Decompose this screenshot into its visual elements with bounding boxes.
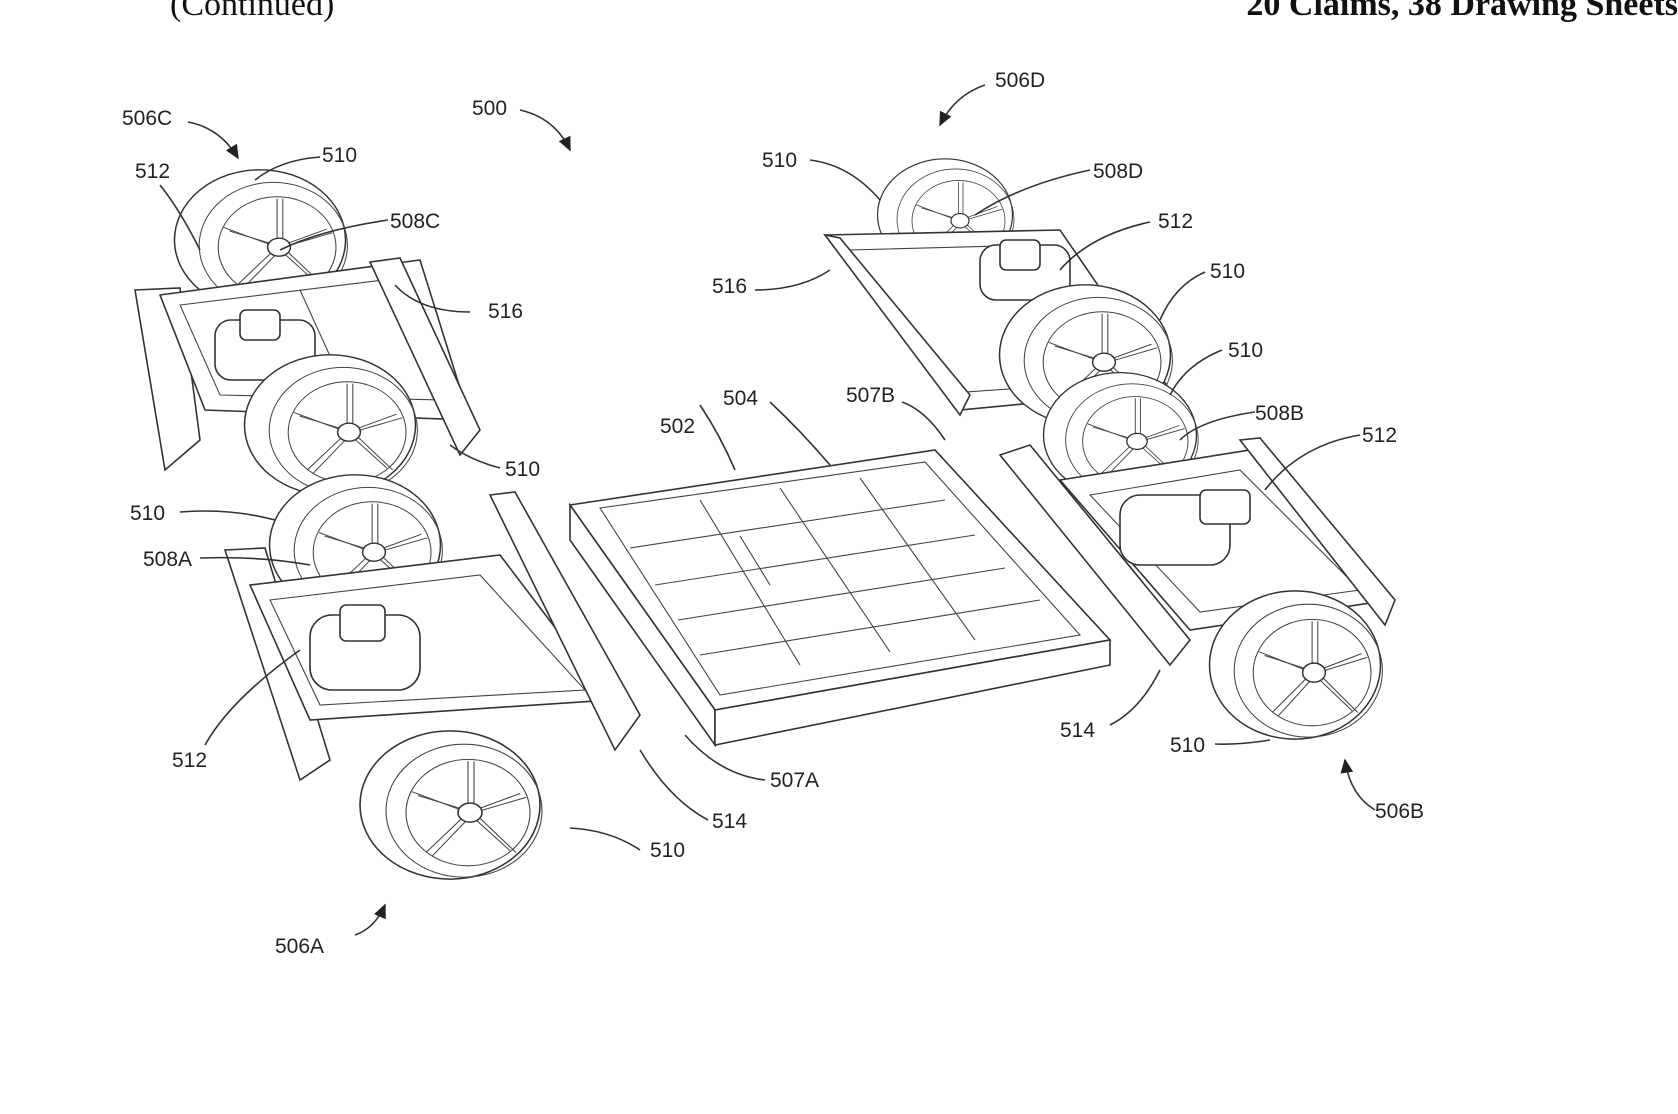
drive-module-506B [998,371,1396,740]
label-510-a2: 510 [650,839,685,862]
label-510-a1: 510 [130,502,165,525]
label-512-b: 512 [1362,424,1397,447]
label-512-d: 512 [1158,210,1193,233]
label-507A: 507A [770,769,819,792]
label-508C: 508C [390,210,440,233]
label-514-b: 514 [1060,719,1095,742]
header-claims-sheets: 20 Claims, 38 Drawing Sheets [1246,0,1678,23]
drive-module-506A [223,474,641,880]
label-502: 502 [660,415,695,438]
drive-module-506C [134,169,481,496]
label-516-c: 516 [488,300,523,323]
label-510-c2: 510 [505,458,540,481]
label-506C: 506C [122,107,172,130]
label-504: 504 [723,387,758,410]
label-510-d2: 510 [1210,260,1245,283]
drive-module-506D [823,158,1174,426]
reference-labels: 506C 500 506D 510 512 508C 516 510 510 5… [122,69,1424,958]
label-508B: 508B [1255,402,1304,425]
leader-lines [159,84,1376,936]
header-continued: (Continued) [170,0,335,23]
label-510-d1: 510 [762,149,797,172]
label-506D: 506D [995,69,1045,92]
label-510-b1: 510 [1228,339,1263,362]
label-507B: 507B [846,384,895,407]
label-512-c: 512 [135,160,170,183]
label-500: 500 [472,97,507,120]
label-516-d: 516 [712,275,747,298]
label-506B: 506B [1375,800,1424,823]
label-508A: 508A [143,548,192,571]
label-514-a: 514 [712,810,747,833]
battery-platform-502 [568,449,1112,748]
label-508D: 508D [1093,160,1143,183]
label-510-b2: 510 [1170,734,1205,757]
label-506A: 506A [275,935,324,958]
label-512-a: 512 [172,749,207,772]
label-510-c1: 510 [322,144,357,167]
